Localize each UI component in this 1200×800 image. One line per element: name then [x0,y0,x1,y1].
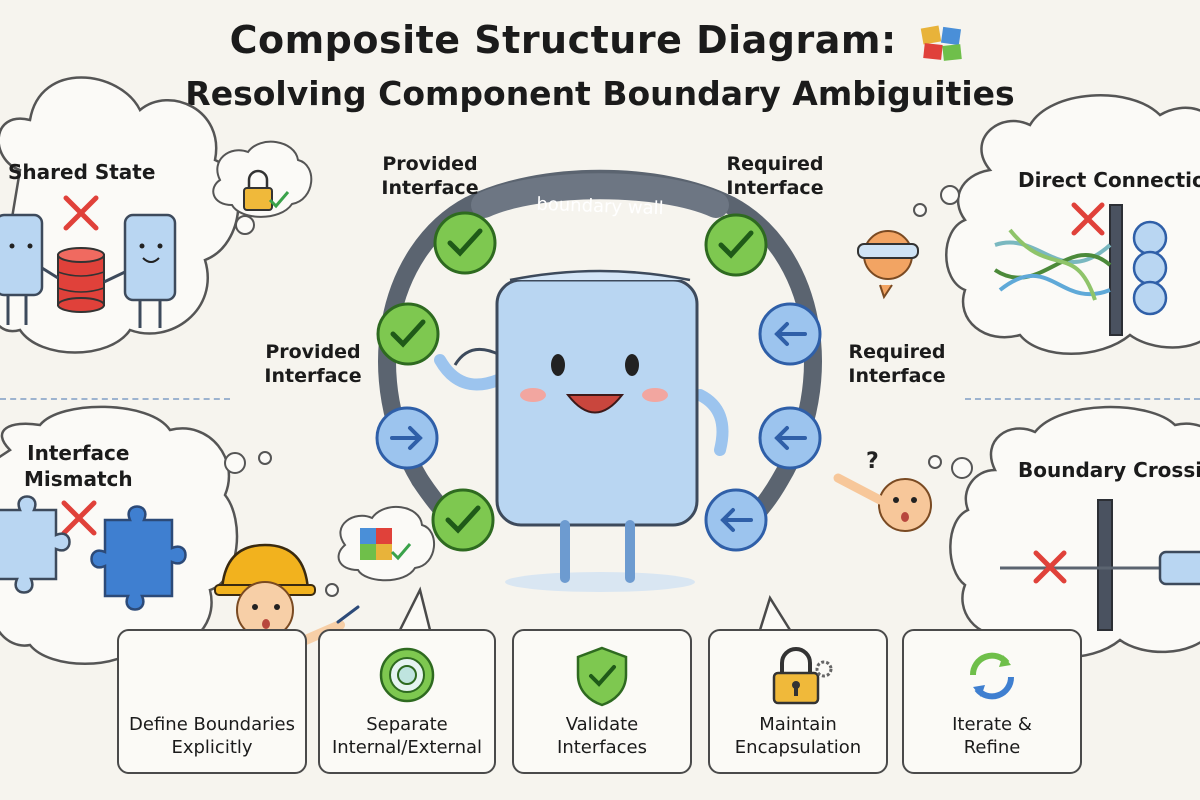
provided-port-top [433,211,497,275]
separator-left [0,398,230,400]
required-port-icon [1132,220,1168,256]
thought-bubble-puzzle [325,505,436,597]
port-arrow-right-1 [758,302,822,366]
card-label: Define Boundaries Explicitly [129,714,295,758]
card-validate-interfaces: Validate Interfaces [512,629,692,774]
card-maintain-encapsulation: Maintain Encapsulation [708,629,888,774]
card-label: Iterate & Refine [952,714,1032,758]
puzzle-piece-light-icon [0,495,71,594]
card-define-boundaries: Define Boundaries Explicitly [117,629,307,774]
boundary-crossing-title: Boundary Crossi [1018,458,1200,482]
port-arrow-right-3 [704,488,768,552]
direct-connection-title: Direct Connection [1018,168,1200,192]
card-label: Separate Internal/External [331,714,483,758]
diagram-subtitle: Resolving Component Boundary Ambiguities [185,74,1015,113]
wall-icon [1097,499,1113,631]
shield-check-icon [576,646,628,707]
card-label: Validate Interfaces [557,714,647,758]
interface-mismatch-title: Interface Mismatch [24,441,133,491]
provided-port-top-right [704,213,768,277]
cloud-shared-state [0,76,313,354]
provided-interface-label-side: Provided Interface [264,341,362,387]
refresh-icon [969,652,1015,700]
surprised-character-icon: ? [833,449,932,532]
card-separate-internal-external: Separate Internal/External [318,629,496,774]
required-port-icon [1132,280,1168,316]
diagram-title: Composite Structure Diagram: [0,18,1200,62]
card-label: Maintain Encapsulation [734,714,862,758]
port-arrow-left [375,406,439,470]
lock-icon [772,647,833,705]
confused-character-icon [857,230,919,300]
cloud-direct-connection [857,94,1200,355]
target-icon [379,647,435,703]
component-block-right-icon [41,213,177,328]
required-interface-label-top: Required Interface [726,153,824,199]
cloud-interface-mismatch [0,405,272,665]
logo-icon [921,25,963,61]
component-character-icon [434,269,729,592]
red-x-icon [63,195,99,231]
separator-right [965,398,1200,400]
puzzle-check-icon [360,528,412,561]
cloud-boundary-crossing: ? [833,405,1200,659]
svg-text:?: ? [866,449,879,474]
required-interface-label-side: Required Interface [848,341,946,387]
wall-icon [1109,204,1123,336]
lock-check-icon [243,169,290,211]
puzzle-piece-dark-icon [90,505,187,611]
required-port-icon [1132,250,1168,286]
card-iterate-refine: Iterate & Refine [902,629,1082,774]
provided-interface-label-top: Provided Interface [381,153,479,199]
provided-port-bottom [431,488,495,552]
tangled-wires-icon [993,228,1112,301]
red-x-icon [61,500,97,536]
shared-state-title: Shared State [8,160,156,184]
red-x-icon [1033,550,1067,584]
provided-port-left [376,302,440,366]
port-arrow-right-2 [758,406,822,470]
database-icon [57,247,105,313]
red-x-icon [1071,202,1105,236]
component-block-left-icon [0,213,44,325]
plug-icon [1158,550,1200,586]
